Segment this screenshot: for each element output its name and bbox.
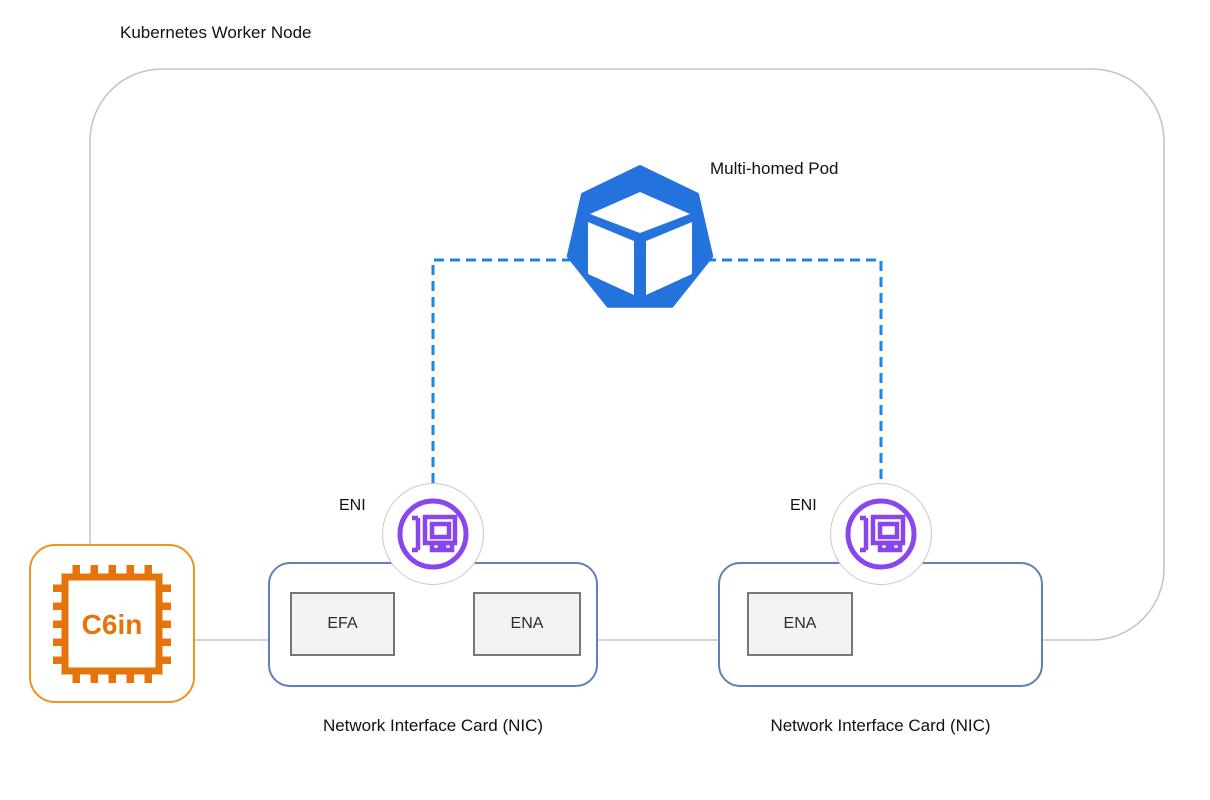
- adapter-ena-left-label: ENA: [510, 615, 544, 632]
- eni-icon: [845, 498, 917, 570]
- nic-left-label: Network Interface Card (NIC): [322, 716, 544, 735]
- adapter-ena-right-label: ENA: [783, 615, 817, 632]
- cpu-chip-icon: C6in: [53, 564, 171, 683]
- worker-node-boundary: [89, 68, 1165, 641]
- adapter-ena-right: ENA: [747, 592, 853, 656]
- adapter-efa: EFA: [290, 592, 395, 656]
- diagram-title: Kubernetes Worker Node: [120, 23, 312, 42]
- eni-icon: [397, 498, 469, 570]
- kubernetes-pod-icon: [566, 165, 714, 308]
- c6in-instance: C6in: [29, 544, 195, 703]
- adapter-ena-left: ENA: [473, 592, 581, 656]
- eni-right-label: ENI: [790, 497, 817, 514]
- nic-right-label: Network Interface Card (NIC): [770, 716, 991, 735]
- pod-label: Multi-homed Pod: [710, 159, 839, 178]
- eni-left-label: ENI: [339, 497, 366, 514]
- eni-right: [830, 483, 932, 585]
- adapter-efa-label: EFA: [327, 615, 358, 632]
- eni-left: [382, 483, 484, 585]
- c6in-label: C6in: [82, 609, 143, 640]
